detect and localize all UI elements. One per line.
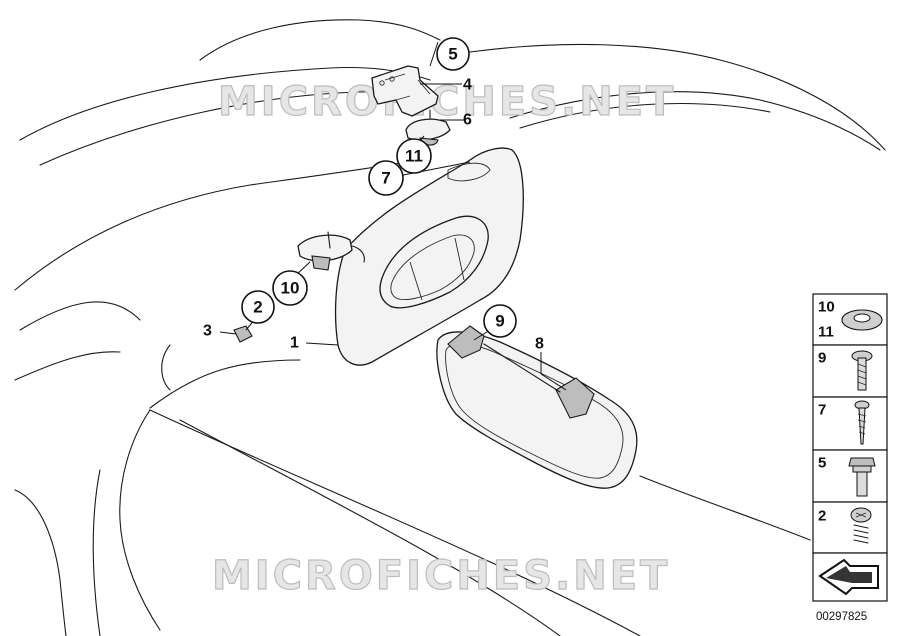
callout-11: 11: [396, 138, 432, 174]
svg-text:7: 7: [381, 169, 390, 188]
fastener-legend: 10 11 9 7: [812, 293, 888, 623]
document-number: 00297825: [816, 611, 867, 623]
svg-text:9: 9: [818, 350, 826, 367]
visor-holder: [297, 231, 365, 271]
callout-3: 3: [203, 323, 212, 340]
legend-row-screw-7: 7: [812, 396, 888, 451]
callout-1: 1: [290, 335, 299, 352]
legend-row-washer: 10 11: [812, 293, 888, 346]
legend-row-arrow: [812, 552, 888, 602]
callout-8: 8: [535, 336, 544, 353]
svg-text:9: 9: [495, 312, 504, 331]
self-tapping-screw-icon: [854, 400, 870, 445]
hex-bolt-icon: [848, 457, 876, 497]
svg-text:5: 5: [818, 455, 826, 472]
legend-row-screw-2: 2: [812, 501, 888, 554]
watermark-bottom: MICROFICHES.NET: [212, 553, 670, 599]
svg-text:10: 10: [281, 279, 300, 298]
watermark-top: MICROFICHES.NET: [218, 79, 676, 125]
sun-visor-right: [436, 325, 638, 489]
svg-text:11: 11: [818, 324, 834, 341]
callout-10: 10: [272, 270, 308, 306]
svg-text:2: 2: [818, 508, 826, 525]
svg-text:5: 5: [448, 45, 457, 64]
callout-4: 4: [463, 77, 472, 94]
spring-screw-icon: [850, 507, 872, 544]
svg-text:11: 11: [405, 147, 423, 166]
callout-7: 7: [368, 160, 404, 196]
legend-row-screw-9: 9: [812, 344, 888, 398]
svg-text:7: 7: [818, 402, 826, 419]
legend-row-bolt-5: 5: [812, 449, 888, 503]
callout-5: 5: [436, 37, 470, 71]
mounting-bracket: [371, 65, 439, 117]
clip: [233, 325, 253, 343]
washer-icon: [841, 309, 883, 331]
callout-9: 9: [483, 304, 517, 338]
svg-text:10: 10: [818, 299, 835, 316]
callout-2: 2: [241, 290, 275, 324]
pan-head-screw-icon: [851, 350, 873, 391]
callouts: 5 4 6 11 7 10 2 3 1 9 8: [203, 37, 544, 353]
sun-visor-left: [334, 147, 524, 366]
direction-arrow-icon: [818, 558, 879, 596]
svg-text:2: 2: [253, 298, 262, 317]
callout-6: 6: [463, 112, 472, 129]
